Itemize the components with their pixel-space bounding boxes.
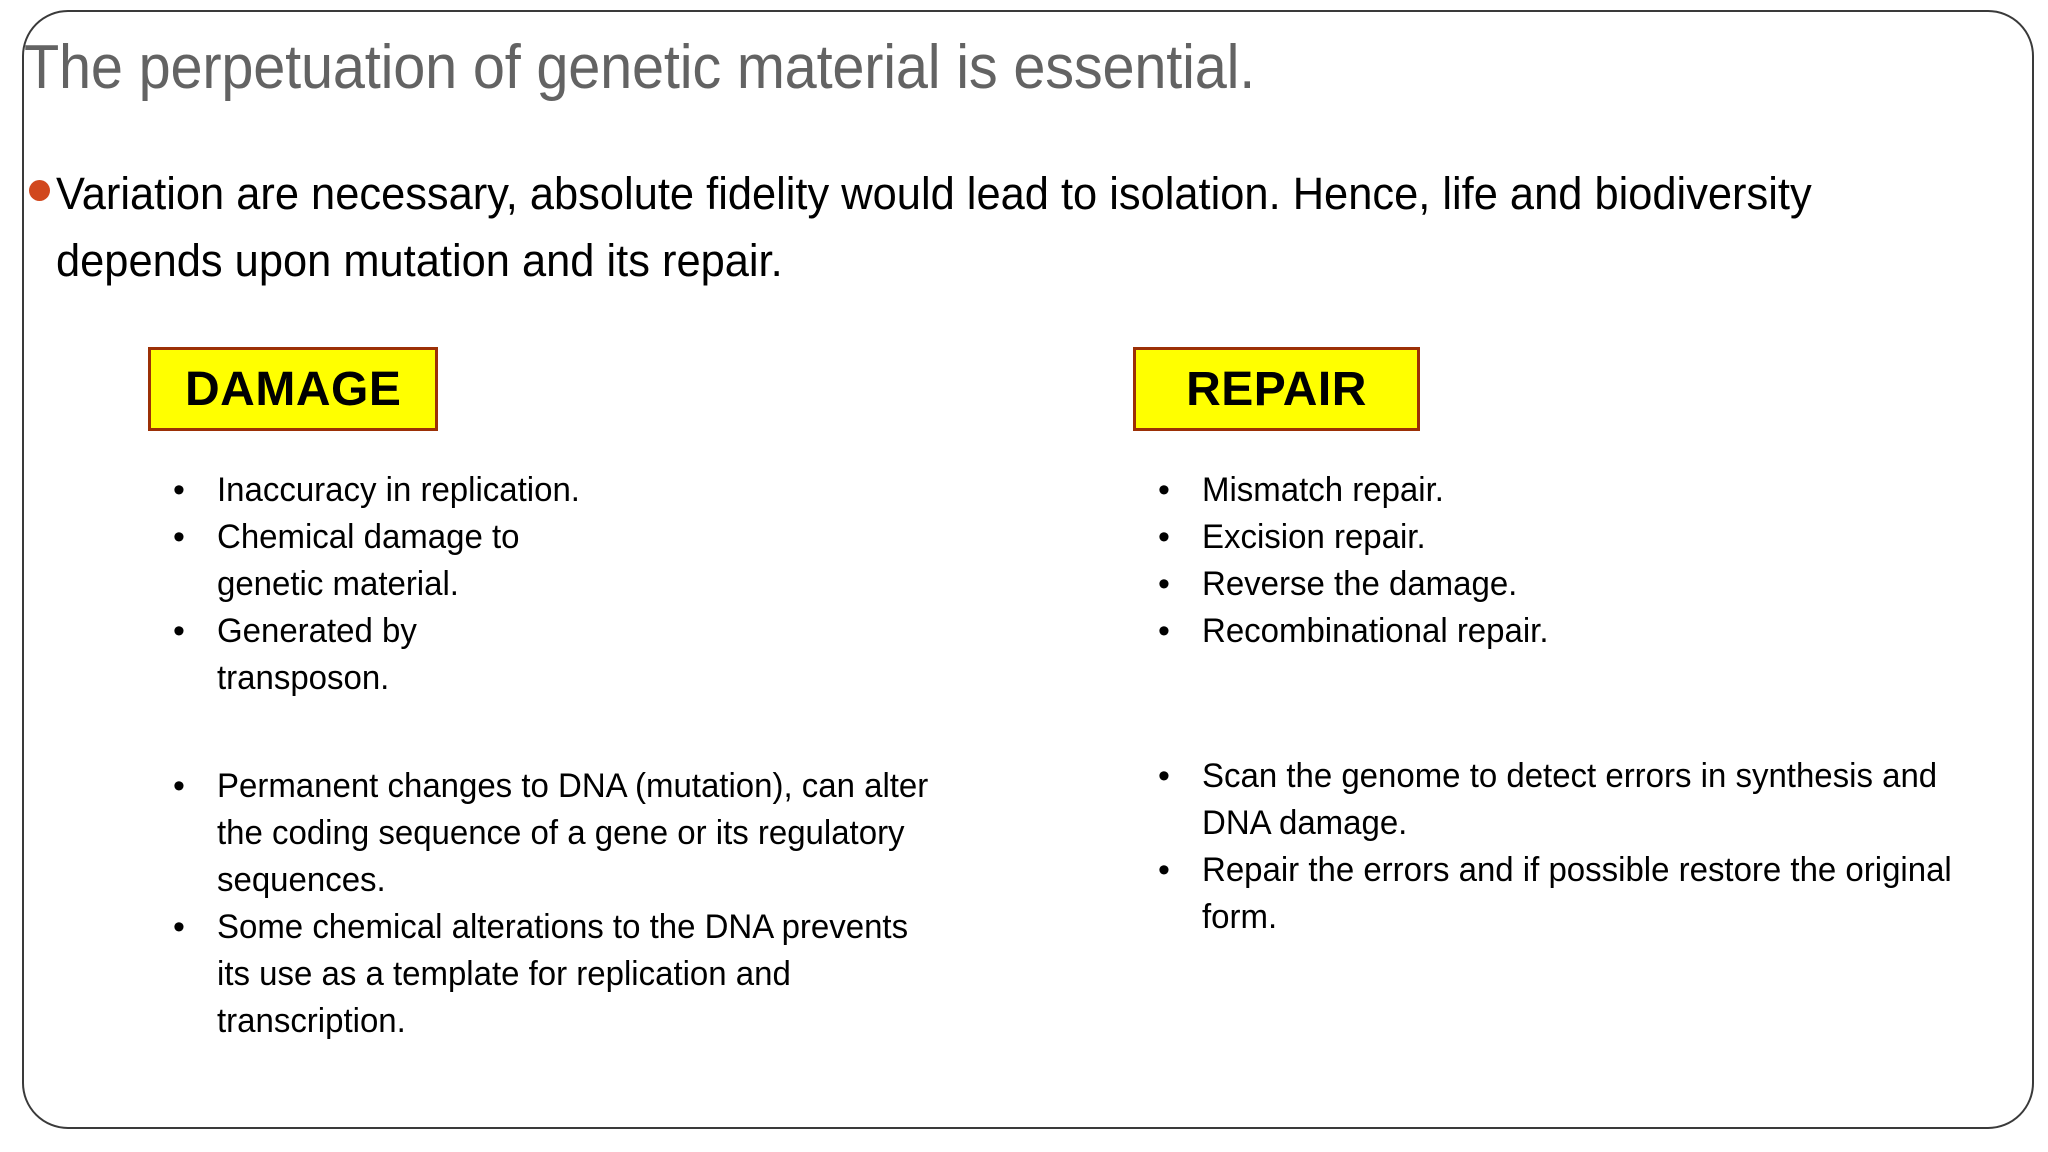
list-item-label: Recombinational repair. [1202, 612, 1549, 650]
list-item-label: Mismatch repair. [1202, 471, 1444, 509]
list-item-label: Excision repair. [1202, 518, 1426, 556]
bullet-icon: • [1158, 757, 1170, 795]
list-item-label: Generated by transposon. [217, 612, 417, 697]
bullet-icon: • [173, 471, 185, 509]
bullet-icon: • [1158, 471, 1170, 509]
list-item-label: Repair the errors and if possible restor… [1202, 851, 1952, 936]
lead-bullet-text: Variation are necessary, absolute fideli… [56, 168, 1812, 286]
list-item: • Mismatch repair. [1155, 467, 1985, 514]
bullet-icon: • [173, 612, 185, 650]
list-item-label: Inaccuracy in replication. [217, 471, 580, 509]
page-title: The perpetuation of genetic material is … [24, 33, 1256, 102]
lead-bullet-marker [22, 160, 56, 201]
bullet-icon: • [173, 767, 185, 805]
bullet-icon: • [173, 908, 185, 946]
list-item: • Recombinational repair. [1155, 608, 1985, 655]
column-damage: DAMAGE • Inaccuracy in replication. • Ch… [0, 347, 1040, 1045]
list-item: • Reverse the damage. [1155, 561, 1985, 608]
bullet-dot-icon [28, 180, 50, 201]
damage-list-group-1: • Inaccuracy in replication. • Chemical … [170, 467, 610, 702]
list-item-label: Permanent changes to DNA (mutation), can… [217, 767, 929, 899]
bullet-icon: • [173, 518, 185, 556]
bullet-icon: • [1158, 612, 1170, 650]
list-item-label: Chemical damage to genetic material. [217, 518, 520, 603]
column-repair: REPAIR • Mismatch repair. • Excision rep… [1000, 347, 2048, 941]
list-item: • Some chemical alterations to the DNA p… [170, 904, 960, 1045]
list-item: • Permanent changes to DNA (mutation), c… [170, 763, 960, 904]
list-item: • Repair the errors and if possible rest… [1155, 847, 2015, 941]
bullet-icon: • [1158, 565, 1170, 603]
repair-list-group-1: • Mismatch repair. • Excision repair. • … [1155, 467, 1985, 655]
damage-list-group-2: • Permanent changes to DNA (mutation), c… [170, 763, 960, 1045]
repair-list-group-2: • Scan the genome to detect errors in sy… [1155, 753, 2015, 941]
list-item: • Chemical damage to genetic material. [170, 514, 610, 608]
list-item-label: Scan the genome to detect errors in synt… [1202, 757, 1938, 842]
list-item: • Inaccuracy in replication. [170, 467, 610, 514]
list-item: • Scan the genome to detect errors in sy… [1155, 753, 2015, 847]
list-item-label: Some chemical alterations to the DNA pre… [217, 908, 909, 1040]
list-item: • Generated by transposon. [170, 608, 610, 702]
lead-bullet-row: Variation are necessary, absolute fideli… [22, 160, 2022, 294]
heading-badge-repair: REPAIR [1133, 347, 1420, 431]
list-item-label: Reverse the damage. [1202, 565, 1518, 603]
bullet-icon: • [1158, 518, 1170, 556]
heading-badge-damage: DAMAGE [148, 347, 439, 431]
list-item: • Excision repair. [1155, 514, 1985, 561]
bullet-icon: • [1158, 851, 1170, 889]
